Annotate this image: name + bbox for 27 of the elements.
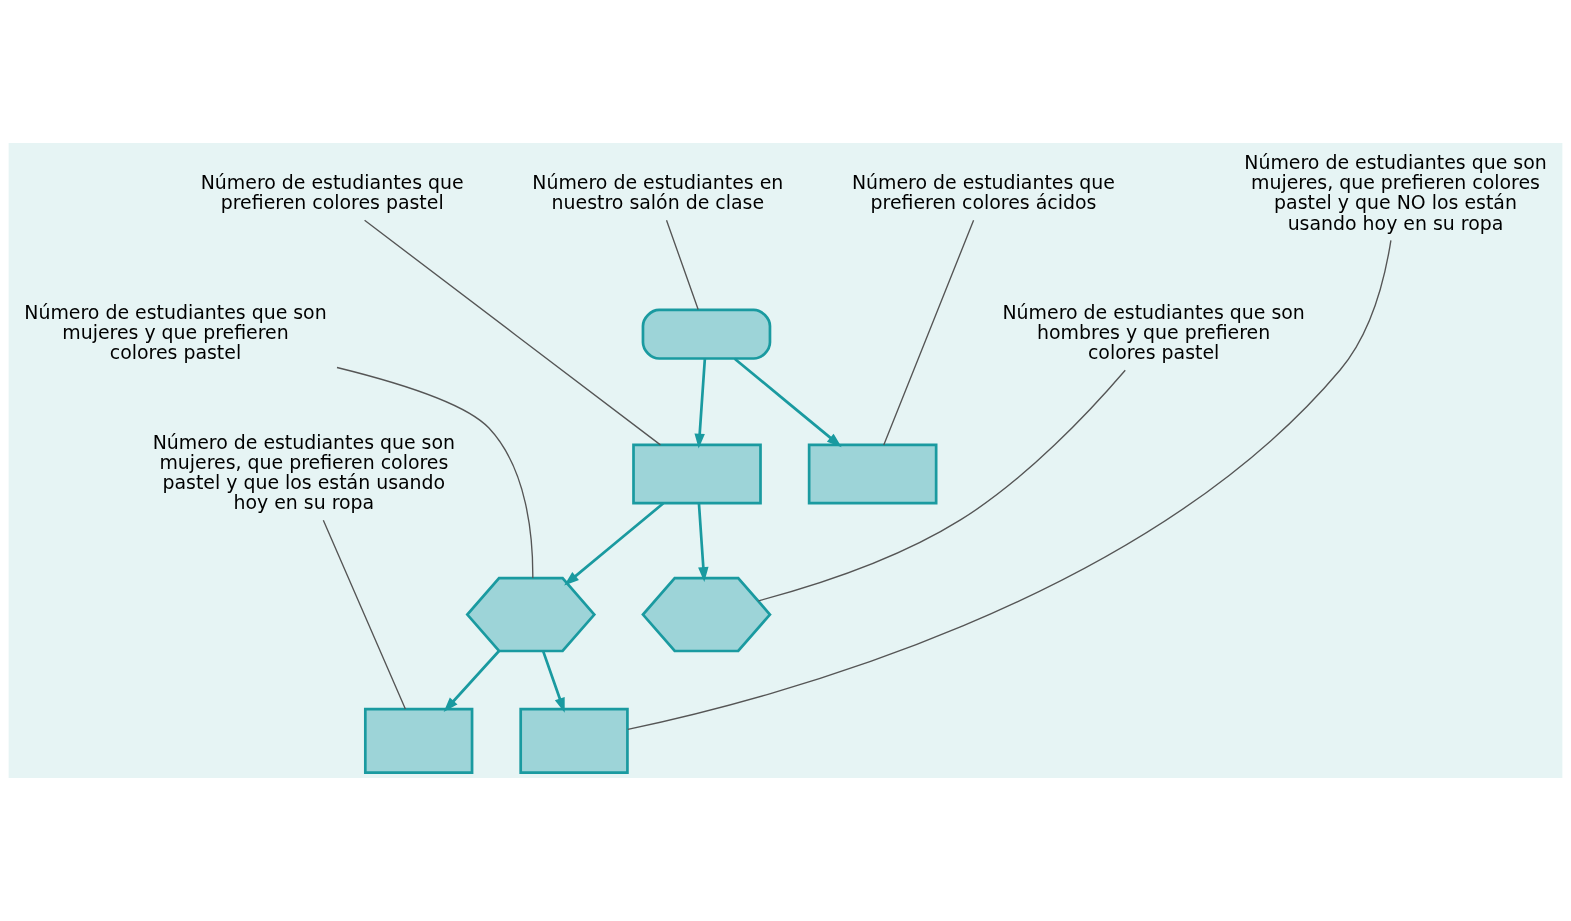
node-hexagon bbox=[641, 576, 772, 653]
connector bbox=[627, 239, 1392, 730]
node-box bbox=[807, 443, 938, 505]
connector bbox=[336, 366, 534, 579]
node-wave bbox=[363, 707, 474, 774]
connector bbox=[363, 219, 662, 446]
node-hexagon bbox=[465, 576, 597, 653]
node-text: Número de estudiantes que son hombres y que prefieren colores pastel bbox=[1002, 300, 1305, 364]
node-text: Número de estudiantes que prefieren colores pastel bbox=[200, 171, 464, 214]
connector bbox=[665, 219, 699, 311]
node-text: Número de estudiantes en nuestro salón de clase bbox=[532, 171, 784, 214]
node-pill bbox=[641, 308, 772, 360]
node-box bbox=[632, 443, 762, 505]
arrow bbox=[733, 357, 842, 448]
arrow bbox=[542, 651, 565, 713]
connector bbox=[757, 369, 1126, 602]
connector bbox=[322, 519, 407, 710]
arrow bbox=[443, 650, 500, 712]
node-text: Número de estudiantes que prefieren colores ácidos bbox=[851, 171, 1115, 214]
arrow bbox=[694, 358, 707, 449]
connector bbox=[883, 219, 975, 446]
arrow bbox=[697, 503, 709, 583]
node-text: Número de estudiantes que son mujeres y que prefieren colores pastel bbox=[24, 300, 327, 364]
node-text: Número de estudiantes que son mujeres, que prefieren colores pastel y que NO los están usando hoy en su ropa bbox=[1244, 150, 1547, 234]
arrow bbox=[564, 502, 665, 586]
node-text: Número de estudiantes que son mujeres, que prefieren colores pastel y que los están usando hoy en su ropa bbox=[152, 430, 456, 514]
node-wave bbox=[519, 707, 629, 774]
